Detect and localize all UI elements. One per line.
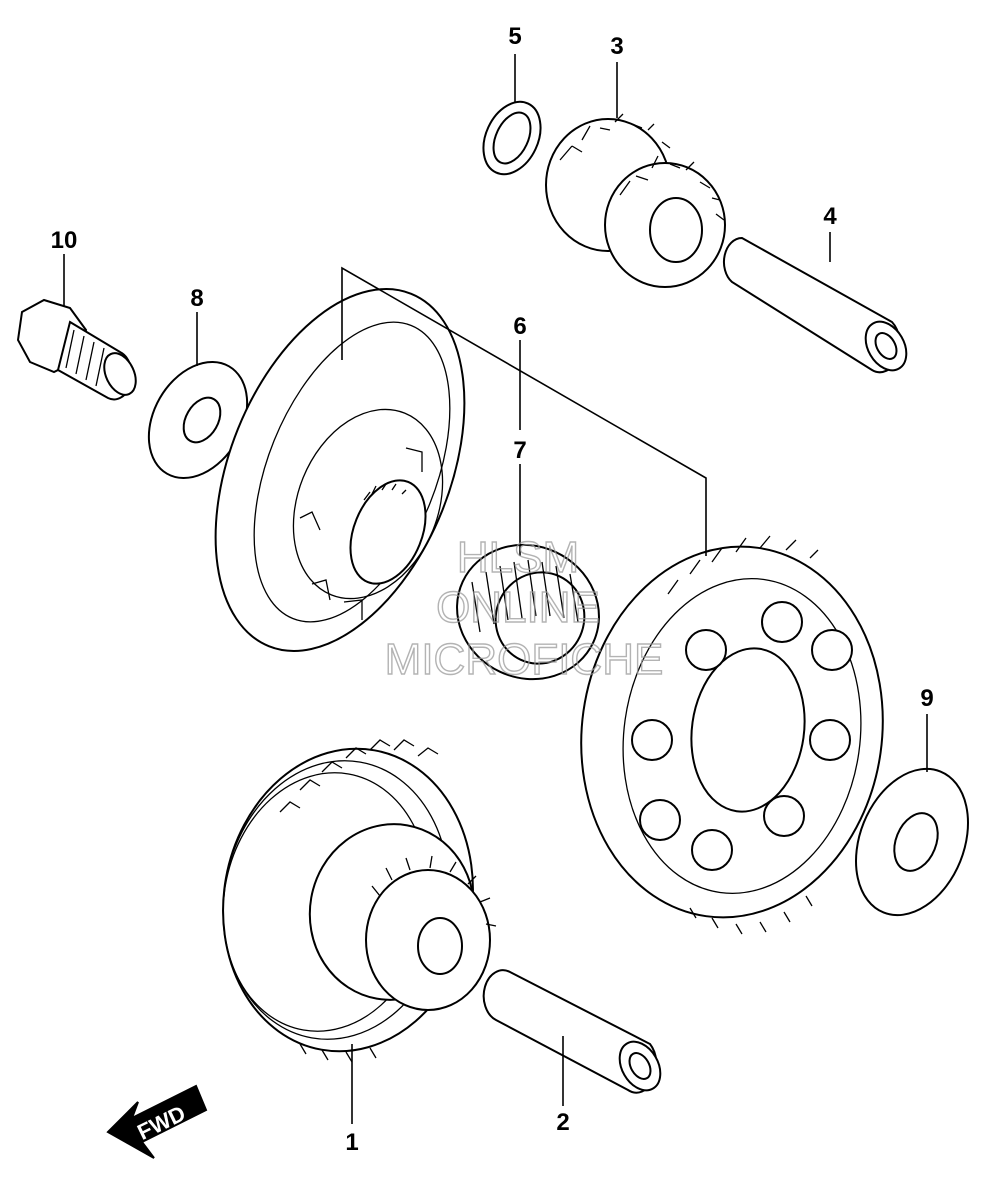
starter-clutch-housing[interactable] [167, 253, 513, 688]
watermark-line-2: ONLINE [436, 583, 600, 632]
starter-driven-gear[interactable] [558, 527, 907, 937]
part-3-idle-gear[interactable] [545, 113, 726, 288]
part-5-snap-ring[interactable] [472, 93, 551, 184]
callout-6: 6 [513, 313, 526, 340]
watermark-line-3: MICROFICHE [385, 635, 664, 684]
callout-9: 9 [920, 685, 933, 712]
part-8-washer[interactable] [129, 344, 267, 495]
part-2-shaft[interactable] [482, 969, 669, 1097]
part-1-starter-gear[interactable] [199, 729, 497, 1071]
watermark: HLSM ONLINE MICROFICHE [384, 532, 664, 684]
callout-labels: 5 3 4 10 8 6 7 9 1 2 [51, 23, 934, 1156]
callout-1: 1 [345, 1129, 358, 1156]
callout-4: 4 [823, 203, 837, 230]
callout-2: 2 [556, 1109, 569, 1136]
callout-10: 10 [51, 227, 78, 254]
part-10-bolt[interactable] [16, 298, 142, 401]
callout-5: 5 [508, 23, 521, 50]
part-6-7-one-way-clutch[interactable] [435, 522, 621, 702]
callout-3: 3 [610, 33, 623, 60]
callout-7: 7 [513, 437, 526, 464]
callout-8: 8 [190, 285, 203, 312]
leader-lines [63, 54, 928, 1124]
fwd-arrow-icon: FWD [106, 1084, 208, 1159]
watermark-line-1: HLSM [457, 533, 579, 582]
part-4-shaft[interactable] [722, 236, 915, 378]
part-9-washer[interactable] [835, 752, 988, 932]
